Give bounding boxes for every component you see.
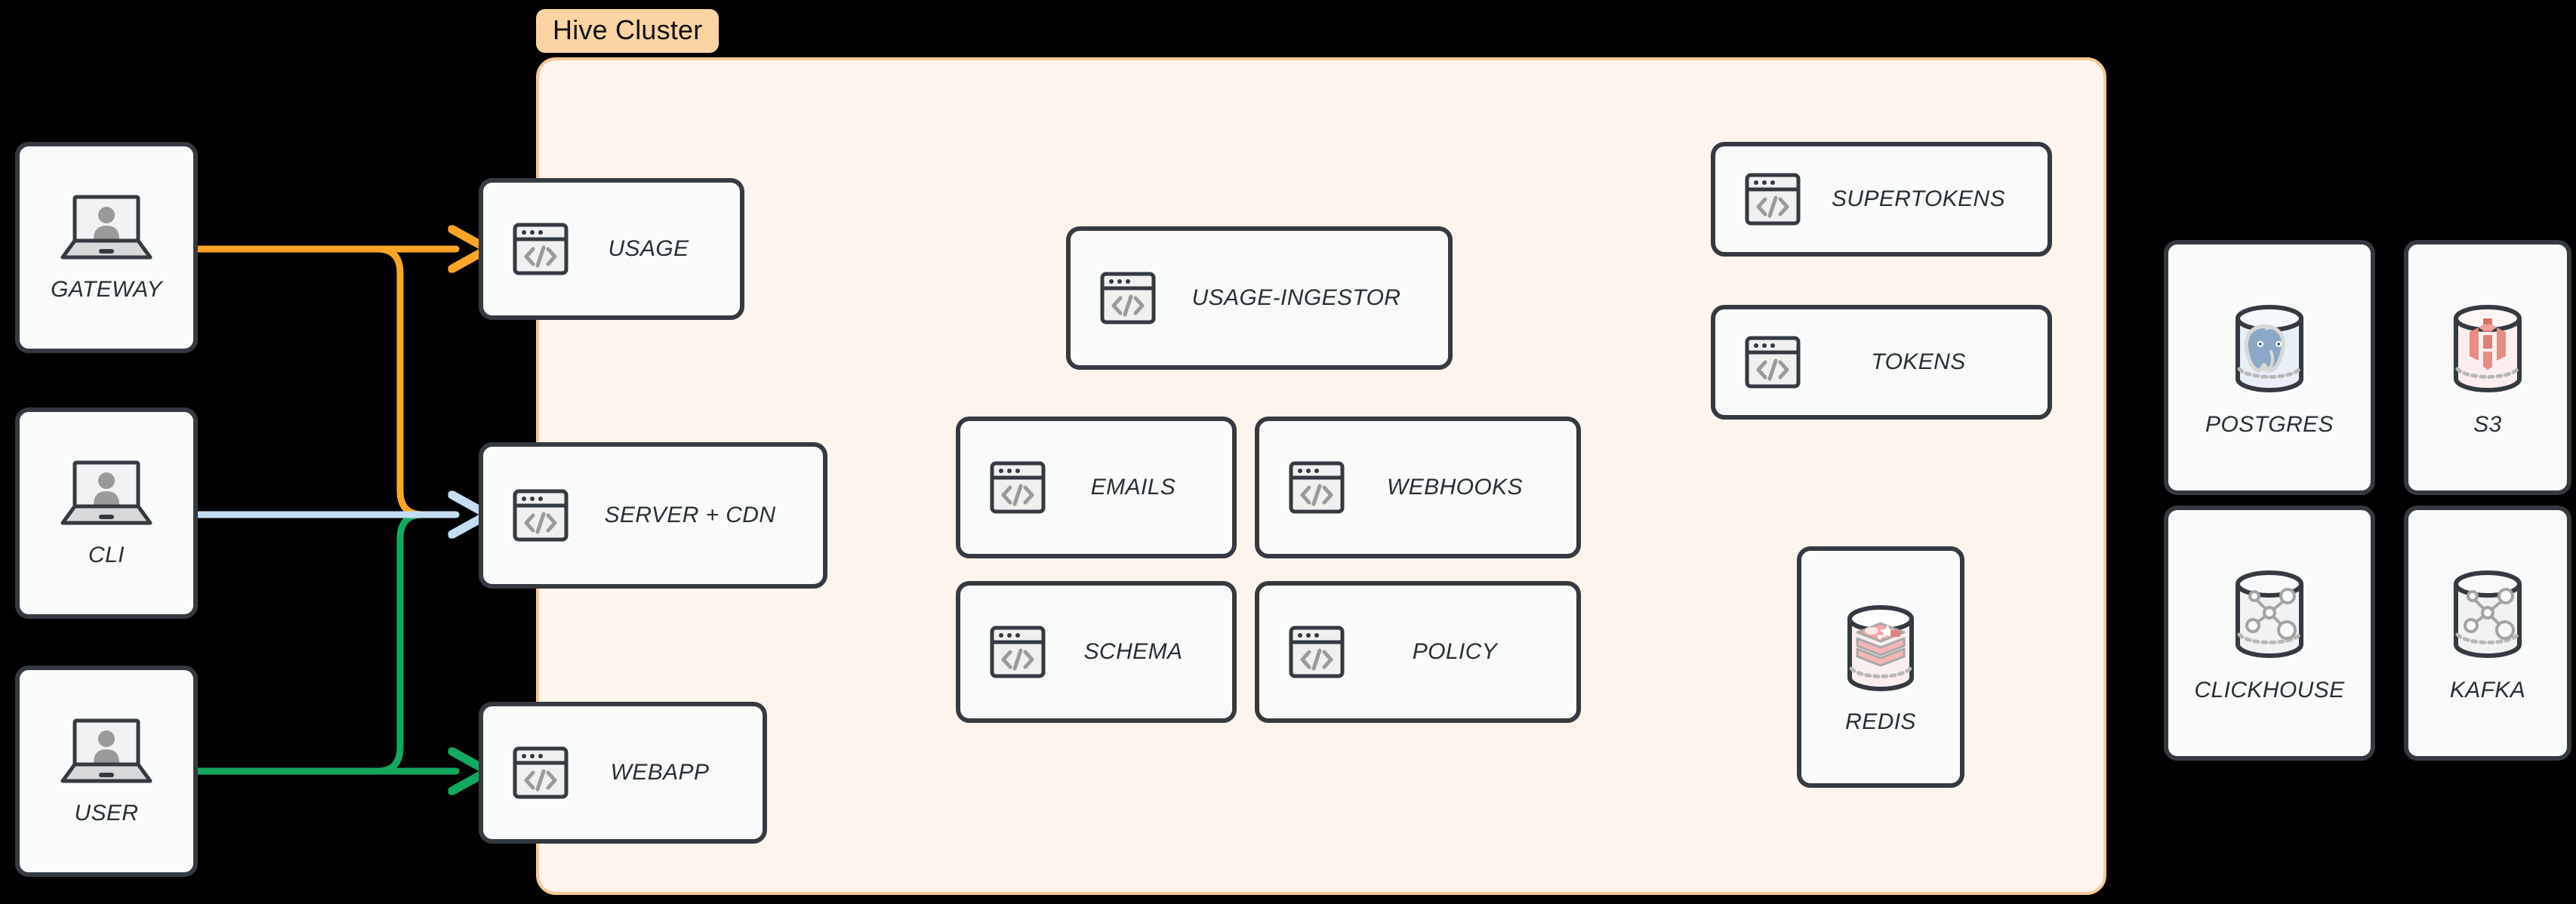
laptop-user-icon [58,192,155,265]
hive-cluster-label: Hive Cluster [536,9,719,53]
node-schema[interactable]: SCHEMA [956,581,1237,723]
code-window-icon [510,485,571,546]
node-label: CLI [88,543,125,567]
node-label: TOKENS [1871,349,1966,374]
graph-database-icon [2218,563,2321,666]
node-label: SCHEMA [1083,639,1183,664]
code-window-icon [1742,332,1803,392]
laptop-user-icon [58,458,155,530]
node-clickhouse[interactable]: CLICKHOUSE [2164,506,2375,761]
code-window-icon [1098,268,1158,328]
code-window-icon [510,743,571,803]
node-webhooks[interactable]: WEBHOOKS [1255,417,1581,558]
node-label: WEBHOOKS [1387,475,1523,500]
s3-database-icon [2436,297,2539,400]
graph-database-icon [2436,563,2539,666]
code-window-icon [1742,169,1803,229]
wire-gateway-to-server-cdn [194,245,457,518]
laptop-user-icon [58,716,155,789]
node-label: REDIS [1845,709,1916,734]
node-usage-ingestor[interactable]: USAGE-INGESTOR [1066,226,1453,370]
node-label: EMAILS [1090,475,1176,500]
node-label: USAGE-INGESTOR [1191,285,1401,310]
node-gateway[interactable]: GATEWAY [15,142,198,353]
node-user[interactable]: USER [15,666,198,877]
node-usage[interactable]: USAGE [479,178,744,320]
node-label: POLICY [1412,639,1498,664]
node-kafka[interactable]: KAFKA [2404,506,2571,761]
node-tokens[interactable]: TOKENS [1711,305,2052,420]
wire-user-to-server-cdn [194,511,457,775]
node-label: CLICKHOUSE [2194,678,2345,703]
node-label: SUPERTOKENS [1831,186,2006,211]
node-label: S3 [2473,412,2502,437]
node-webapp[interactable]: WEBAPP [479,702,767,844]
node-label: POSTGRES [2205,412,2334,437]
node-redis[interactable]: REDIS [1797,546,1964,788]
node-s3[interactable]: S3 [2404,240,2571,495]
code-window-icon [988,622,1048,682]
node-label: USER [74,801,139,826]
node-policy[interactable]: POLICY [1255,581,1581,723]
code-window-icon [510,219,571,279]
node-label: GATEWAY [51,277,162,302]
node-label: USAGE [608,236,689,261]
node-label: KAFKA [2449,678,2526,703]
code-window-icon [1286,457,1347,518]
code-window-icon [988,457,1048,518]
node-cli[interactable]: CLI [15,407,198,619]
postgres-database-icon [2218,297,2321,400]
node-server-cdn[interactable]: SERVER + CDN [479,442,827,589]
node-label: WEBAPP [610,760,710,785]
code-window-icon [1286,622,1347,682]
node-postgres[interactable]: POSTGRES [2164,240,2375,495]
node-label: SERVER + CDN [604,503,776,527]
redis-database-icon [1832,599,1930,697]
node-supertokens[interactable]: SUPERTOKENS [1711,142,2052,257]
node-emails[interactable]: EMAILS [956,417,1237,558]
